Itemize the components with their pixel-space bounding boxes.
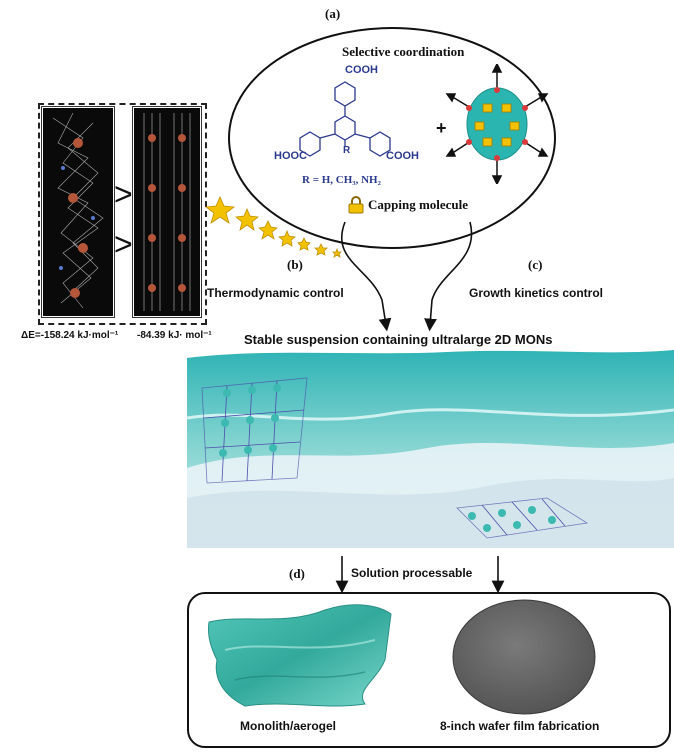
label-d: (d) [289, 566, 305, 581]
capping-molecule-label: Capping molecule [368, 197, 469, 212]
label-b: (b) [287, 257, 303, 272]
r-label: R [343, 145, 351, 156]
simulation-ordered [132, 106, 202, 318]
selective-coordination-ellipse [228, 27, 556, 249]
suspension-title: Stable suspension containing ultralarge … [244, 332, 553, 347]
wafer-caption: 8-inch wafer film fabrication [440, 719, 600, 733]
growth-kinetics-control: Growth kinetics control [469, 286, 604, 300]
aerogel-image [208, 604, 392, 707]
suspension-illustration [187, 350, 674, 548]
arrow-b [340, 221, 392, 332]
r-definition: R = H, CH₃, NH₂ [302, 174, 381, 186]
wafer-image [452, 599, 596, 715]
arrow-c [424, 221, 473, 332]
gt-icon-1: > [114, 176, 133, 212]
star-icon-trail [205, 196, 342, 258]
thermodynamic-control: Thermodynamic control [207, 286, 344, 300]
gt-icon-2: > [114, 226, 133, 262]
label-c: (c) [528, 257, 543, 272]
cooh-left: HOOC [274, 150, 307, 162]
energy-left: ΔE=-158.24 kJ·mol⁻¹ [21, 330, 119, 341]
monolith-caption: Monolith/aerogel [240, 719, 336, 733]
cooh-right: COOH [386, 150, 419, 162]
energy-right: -84.39 kJ· mol⁻¹ [137, 330, 212, 341]
solution-processable: Solution processable [351, 566, 473, 580]
linker-molecule [299, 81, 391, 157]
simulation-disordered [41, 106, 115, 318]
label-a: (a) [325, 6, 341, 21]
plus-sign: + [436, 118, 447, 138]
cooh-top: COOH [345, 64, 378, 76]
panel-a-title: Selective coordination [342, 44, 465, 59]
simulation-box [38, 103, 207, 325]
products-panel [187, 592, 671, 748]
lock-icon [348, 196, 364, 214]
capped-cluster [445, 64, 549, 184]
